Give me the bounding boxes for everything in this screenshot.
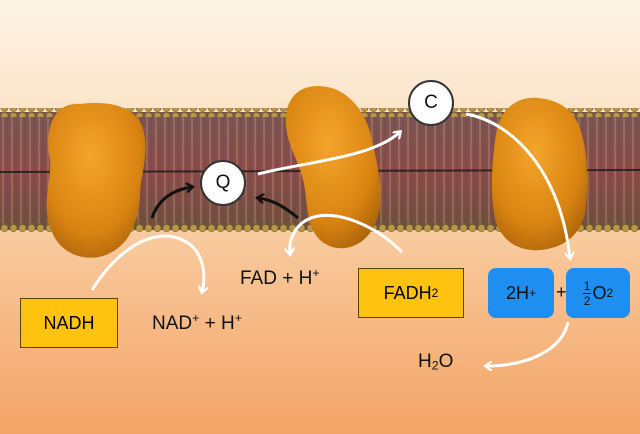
one-half-fraction: 1 2: [582, 278, 592, 308]
nadh-to-nad-arrow: [90, 234, 204, 292]
water-label: H2O: [418, 351, 454, 373]
q-label: Q: [215, 172, 231, 193]
nadh-box: NADH: [20, 298, 118, 348]
nad-plus-h-label: NAD+ + H+: [152, 311, 242, 334]
ubiquinone-q-carrier: Q: [200, 160, 246, 206]
complex1-to-q-arrow: [150, 187, 192, 219]
q-to-c-arrow: [257, 132, 400, 176]
protein-complex-3: [491, 97, 588, 251]
c-to-oxygen-arrow: [465, 112, 570, 258]
protein-complex-2: [285, 86, 381, 249]
fad-plus-h-label: FAD + H+: [240, 266, 320, 289]
cytochrome-c-carrier: C: [408, 80, 454, 126]
nadh-label: NADH: [43, 312, 95, 333]
plus-sign: +: [556, 282, 567, 302]
fadh2-to-fad-arrow: [290, 213, 404, 254]
two-h-plus-box: 2H+: [488, 268, 554, 318]
oxygen-to-water-arrow: [486, 321, 570, 366]
c-label: C: [424, 92, 438, 113]
complex2-to-q-arrow: [258, 198, 299, 220]
protein-complex-1: [46, 102, 146, 258]
